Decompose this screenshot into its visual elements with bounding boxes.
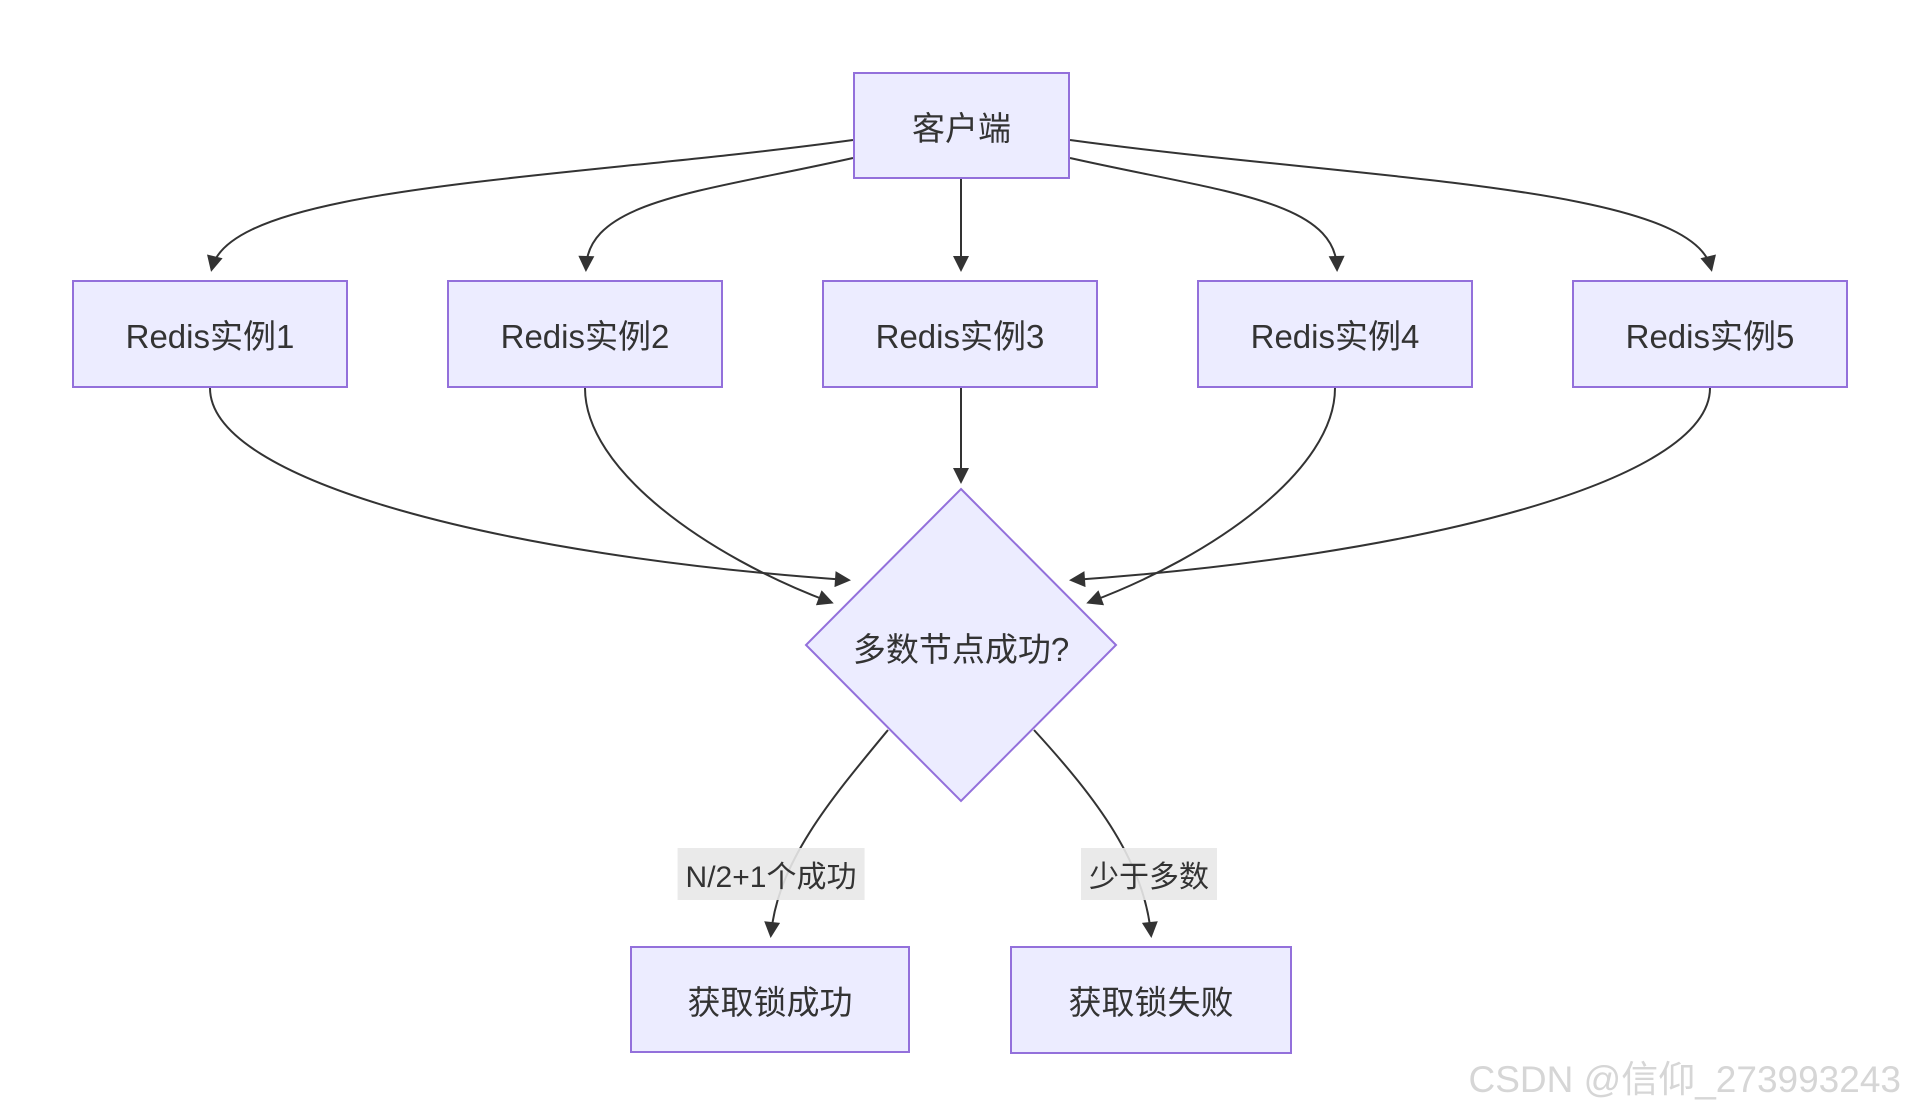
- edge-client-redis1: [207, 139, 854, 272]
- csdn-watermark: CSDN @信仰_273993243: [1468, 1059, 1901, 1100]
- edge-redis5-decision: [1069, 387, 1711, 588]
- node-lock-fail: 获取锁失败: [1010, 946, 1292, 1054]
- node-redis-instance-2: Redis实例2: [447, 280, 723, 388]
- edge-client-redis2: [578, 157, 854, 272]
- edge-client-redis4: [1069, 157, 1345, 272]
- node-lock-success: 获取锁成功: [630, 946, 910, 1053]
- node-client: 客户端: [853, 72, 1070, 179]
- edge-client-redis5: [1069, 139, 1716, 272]
- edge-label-success-condition: N/2+1个成功: [677, 848, 865, 900]
- node-redis-instance-4: Redis实例4: [1197, 280, 1473, 388]
- decision-label: 多数节点成功?: [852, 631, 1070, 668]
- edge-redis1-decision: [209, 387, 851, 588]
- decision-diamond: [804, 487, 1118, 803]
- edge-redis4-decision: [1086, 387, 1336, 606]
- node-redis-instance-5: Redis实例5: [1572, 280, 1848, 388]
- edge-decision-fail: [1033, 729, 1158, 938]
- node-redis-instance-1: Redis实例1: [72, 280, 348, 388]
- edge-redis2-decision: [584, 387, 834, 606]
- edge-label-fail-condition: 少于多数: [1081, 848, 1217, 900]
- edge-decision-success: [764, 729, 889, 938]
- node-redis-instance-3: Redis实例3: [822, 280, 1098, 388]
